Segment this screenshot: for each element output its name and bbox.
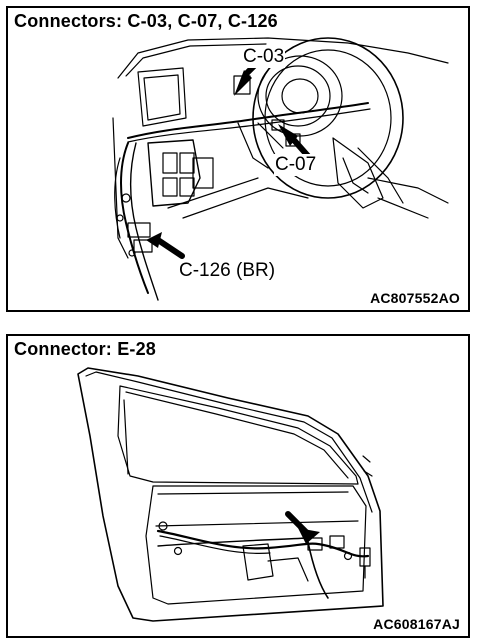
panel-title: Connectors: C-03, C-07, C-126 <box>14 11 278 31</box>
arrow-c126 <box>146 232 162 248</box>
dashboard-connector-panel: Connectors: C-03, C-07, C-126 C-03 C-07 … <box>6 6 470 312</box>
panel-title: Connector: E-28 <box>14 339 157 359</box>
door-illustration <box>77 367 384 622</box>
figure-code: AC807552AO <box>370 290 460 306</box>
label-c126: C-126 (BR) <box>178 260 277 282</box>
door-connector-panel: Connector: E-28 AC608167AJ <box>6 334 470 638</box>
label-c03: C-03 <box>242 46 286 68</box>
figure-code: AC608167AJ <box>373 616 460 632</box>
arrow-e28 <box>298 528 320 544</box>
label-c07: C-07 <box>274 154 318 176</box>
dashboard-illustration <box>112 37 449 301</box>
